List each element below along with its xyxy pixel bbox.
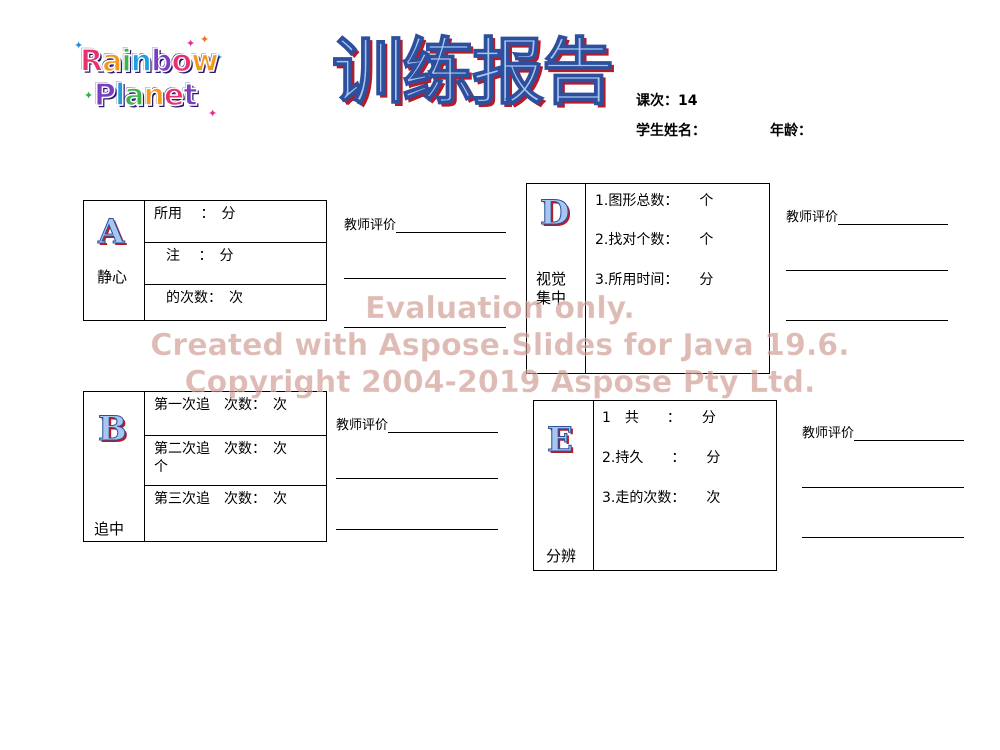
teacher-eval-e: 教师评价 (802, 422, 965, 441)
teacher-eval-a: 教师评价 (344, 214, 507, 233)
star-icon: ✦ (84, 89, 94, 102)
module-a-box: A 静心 所用 ： 分 注 ： 分 的次数： 次 (83, 200, 327, 321)
module-e-row: 1 共 ： 分 (602, 410, 716, 426)
teacher-eval-label: 教师评价 (786, 210, 839, 225)
star-icon: ✦ (74, 39, 84, 52)
watermark-line: Evaluation only. (365, 291, 635, 327)
module-e-row: 3.走的次数： 次 (602, 490, 721, 506)
eval-line[interactable] (336, 478, 498, 479)
module-a-row: 注 ： 分 (144, 243, 326, 285)
eval-line[interactable] (344, 278, 506, 279)
module-d-name: 视觉集中 (536, 270, 567, 307)
watermark: Evaluation only. Created with Aspose.Sli… (0, 290, 1000, 401)
module-a-row: 的次数： 次 (166, 290, 243, 306)
module-d-letter: D (539, 193, 570, 233)
star-icon: ✦ (208, 107, 218, 120)
eval-line[interactable] (344, 327, 506, 328)
module-d-row: 2.找对个数： 个 (595, 232, 714, 248)
teacher-eval-label: 教师评价 (336, 418, 389, 433)
module-b-box: B 追中 第一次追 次数： 次 第二次追 次数： 次 个 第三次追 次数： 次 (83, 391, 327, 542)
module-d-row: 1.图形总数： 个 (595, 193, 714, 209)
teacher-eval-b: 教师评价 (336, 414, 499, 433)
module-a-side (84, 201, 145, 320)
eval-line[interactable] (802, 487, 964, 488)
teacher-eval-d: 教师评价 (786, 206, 949, 225)
module-b-name: 追中 (94, 520, 125, 538)
logo-line1: Rainbow (79, 43, 219, 80)
lesson-number: 课次：14 (636, 93, 698, 109)
star-icon: ✦ (200, 33, 210, 46)
module-e-row: 2.持久 ： 分 (602, 450, 721, 466)
module-e-box: E 分辨 1 共 ： 分 2.持久 ： 分 3.走的次数： 次 (533, 400, 777, 571)
eval-line[interactable] (802, 537, 964, 538)
star-icon: ✦ (214, 51, 224, 64)
star-icon: ✦ (186, 37, 196, 50)
teacher-eval-label: 教师评价 (802, 426, 855, 441)
eval-line[interactable] (786, 270, 948, 271)
watermark-line: Copyright 2004-2019 Aspose Pty Ltd. (184, 365, 816, 401)
module-b-row: 第二次追 次数： 次 个 (144, 436, 326, 486)
module-d-side (527, 184, 586, 373)
module-d-row: 3.所用时间： 分 (595, 272, 714, 288)
module-d-box: D 视觉集中 1.图形总数： 个 2.找对个数： 个 3.所用时间： 分 (526, 183, 770, 374)
watermark-line: Created with Aspose.Slides for Java 19.6… (150, 328, 850, 364)
module-b-row: 第三次追 次数： 次 (154, 491, 287, 507)
page-title: 训练报告 (331, 29, 615, 114)
teacher-eval-label: 教师评价 (344, 218, 397, 233)
module-b-row: 第一次追 次数： 次 (144, 392, 326, 436)
logo-line2: Planet (93, 77, 198, 114)
module-e-name: 分辨 (546, 547, 577, 565)
module-b-letter: B (98, 409, 128, 449)
module-a-row: 所用 ： 分 (144, 201, 326, 243)
module-a-name: 静心 (97, 268, 128, 286)
module-e-side (534, 401, 594, 570)
module-a-letter: A (97, 212, 125, 252)
age-label: 年龄： (770, 123, 812, 139)
eval-line[interactable] (786, 320, 948, 321)
student-name-label: 学生姓名： (636, 123, 706, 139)
rainbow-planet-logo: ✦ ✦ ✦ ✦ ✦ ✦ Rainbow Planet (74, 34, 234, 126)
eval-line[interactable] (336, 529, 498, 530)
module-e-letter: E (547, 420, 574, 460)
module-b-side (84, 392, 145, 541)
